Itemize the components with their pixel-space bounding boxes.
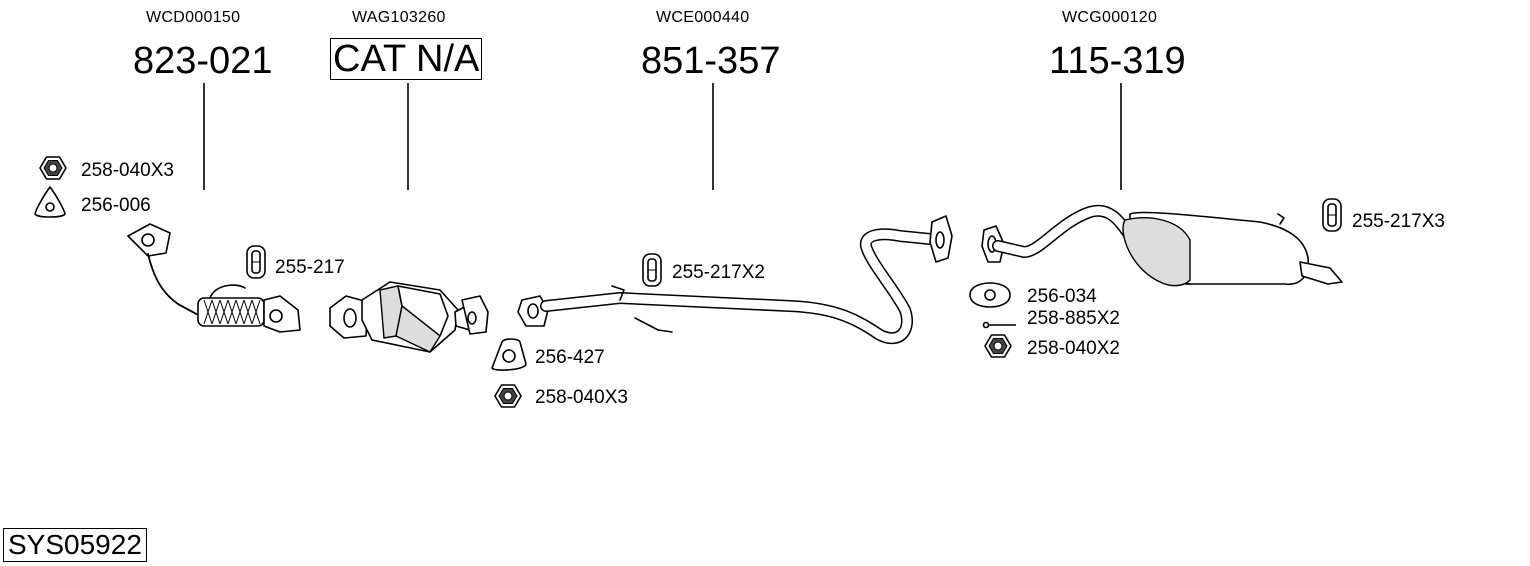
- rubber-hanger-icon: [1322, 198, 1342, 232]
- component-label: 255-217: [275, 257, 345, 278]
- component-label: 256-034: [1027, 286, 1097, 307]
- ref-code: WCG000120: [1062, 9, 1158, 26]
- component-label: 258-040X3: [535, 387, 628, 408]
- component-label: 255-217X3: [1352, 211, 1445, 232]
- catalytic-converter: [329, 281, 489, 353]
- rear-silencer-115-319: [981, 204, 1343, 287]
- component-label: 258-040X3: [81, 160, 174, 181]
- hex-nut-icon: [984, 334, 1012, 358]
- gasket-icon: [491, 338, 527, 371]
- rubber-hanger-icon: [246, 245, 266, 279]
- front-pipe-823-021: [127, 223, 301, 333]
- component-label: 255-217X2: [672, 262, 765, 283]
- hex-nut-icon: [39, 156, 67, 180]
- part-number-boxed: CAT N/A: [330, 38, 483, 80]
- system-id: SYS05922: [3, 528, 147, 562]
- component-label: 256-427: [535, 347, 605, 368]
- component-label: 258-885X2: [1027, 308, 1120, 329]
- part-number: 851-357: [641, 40, 781, 82]
- ref-code: WCE000440: [656, 9, 750, 26]
- part-number: 823-021: [133, 40, 273, 82]
- component-label: 256-006: [81, 195, 151, 216]
- bolt-icon: [982, 321, 1016, 329]
- middle-pipe-851-357: [517, 215, 953, 345]
- hex-nut-icon: [494, 384, 522, 408]
- triangle-gasket-icon: [34, 186, 66, 218]
- ref-code: WCD000150: [146, 9, 241, 26]
- component-label: 258-040X2: [1027, 338, 1120, 359]
- part-number: 115-319: [1049, 40, 1186, 82]
- oval-gasket-icon: [969, 282, 1011, 308]
- rubber-hanger-icon: [642, 253, 662, 287]
- ref-code: WAG103260: [352, 9, 446, 26]
